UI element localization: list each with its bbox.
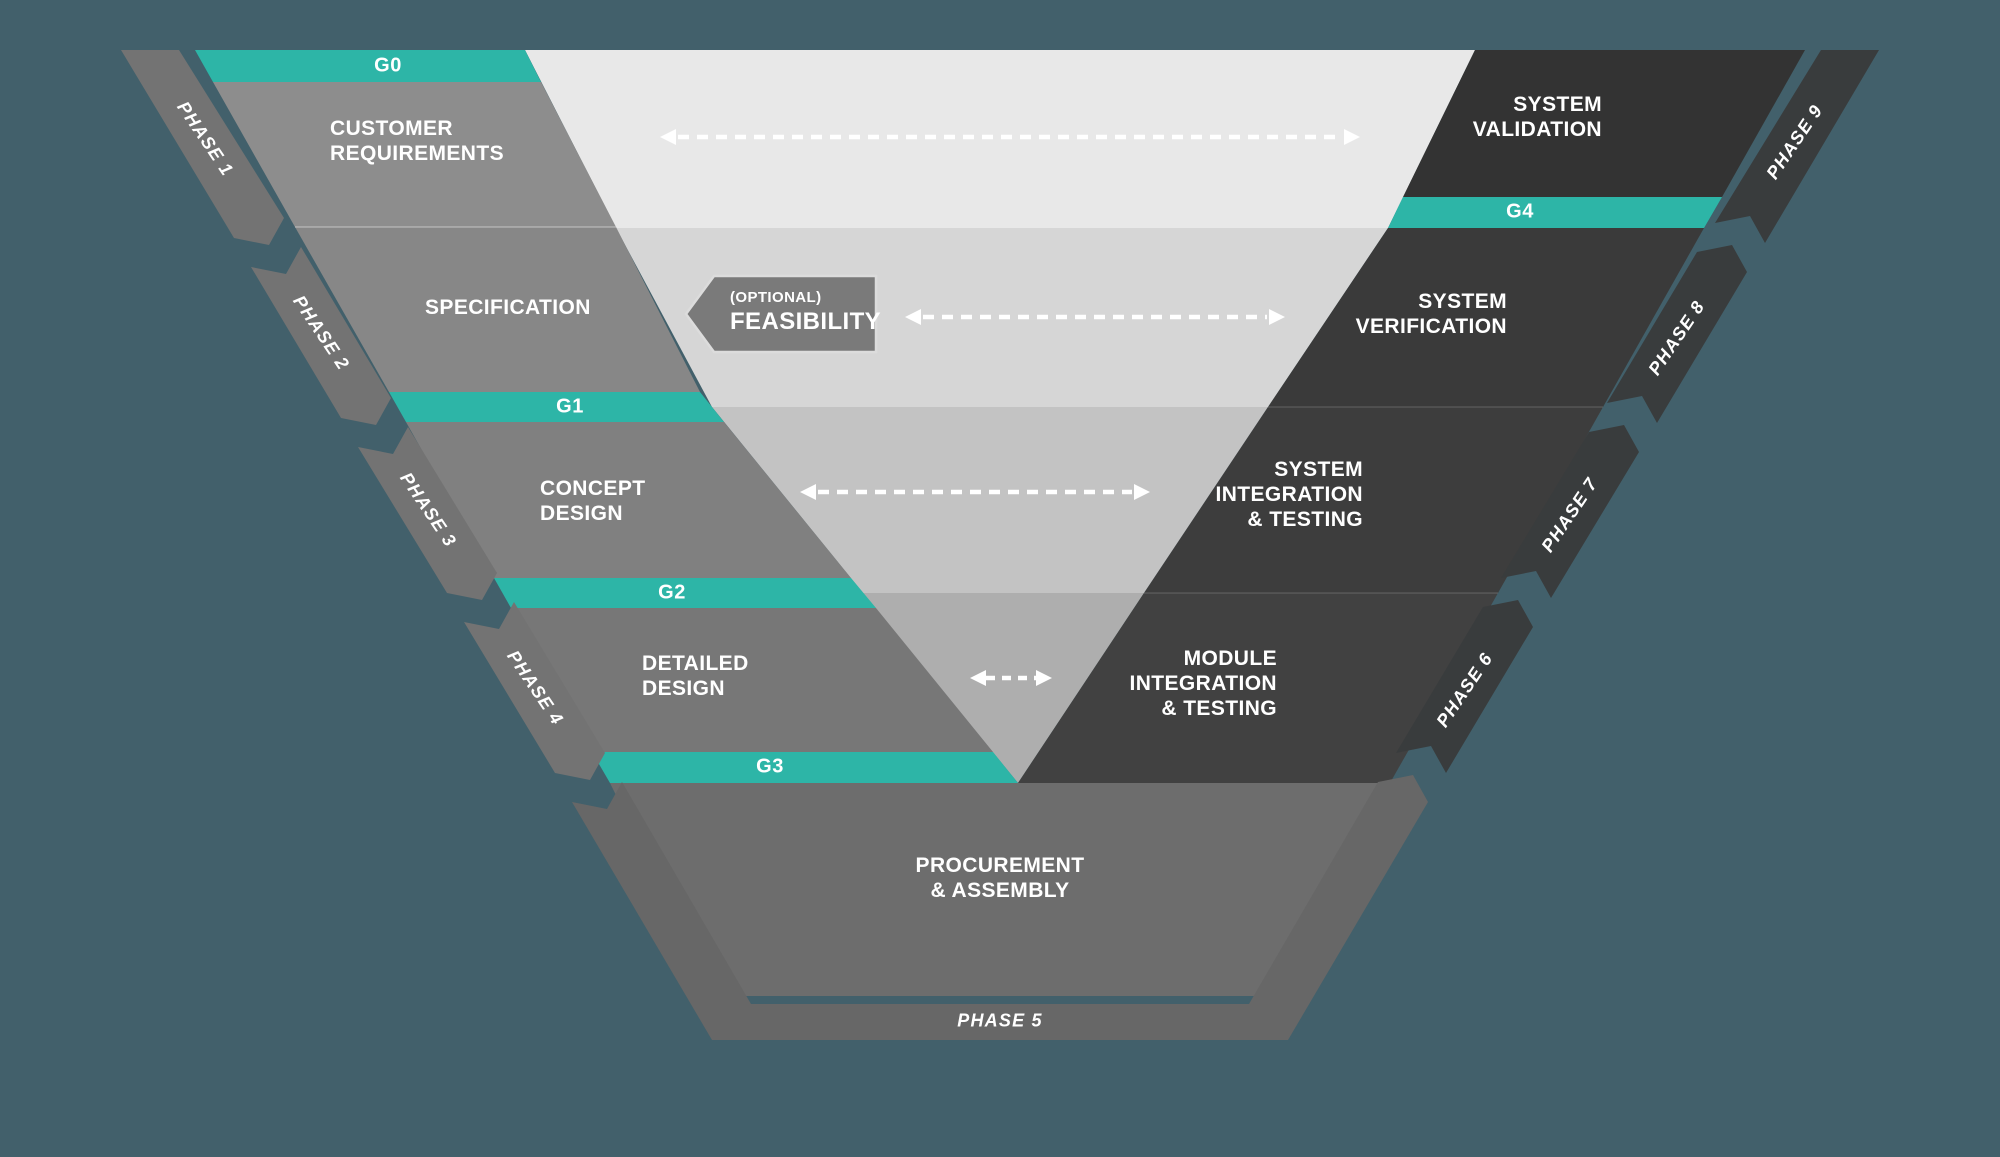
- section-customer-requirements-shape: [213, 82, 616, 227]
- gate-g2-shape: [494, 578, 876, 608]
- section-specification-shape: [295, 227, 700, 392]
- feasibility-optional-label: (OPTIONAL): [730, 289, 822, 306]
- phase8-strip-shape: [1607, 245, 1747, 423]
- feasibility-box-shape: [684, 274, 878, 354]
- trace-arrow-concept-integration: [800, 484, 1150, 500]
- section-customer-requirements-label: CUSTOMER REQUIREMENTS: [330, 117, 504, 165]
- phase6-strip-shape: [1396, 600, 1533, 773]
- phase2-strip-shape: [251, 247, 391, 425]
- trace-arrow-detailed-module: [970, 670, 1052, 686]
- section-concept-design-shape: [406, 422, 851, 578]
- gate-g3-label: G3: [756, 755, 784, 778]
- gate-g2-label: G2: [658, 581, 686, 604]
- section-specification-label: SPECIFICATION: [425, 296, 591, 319]
- section-module-integration-label: MODULE INTEGRATION & TESTING: [1129, 647, 1277, 720]
- interior-band-3: [712, 407, 1268, 593]
- gate-g4-shape: [1388, 197, 1722, 228]
- feasibility-label: FEASIBILITY: [730, 308, 882, 335]
- phase7-strip-shape: [1501, 425, 1639, 598]
- gate-g1-shape: [389, 392, 724, 422]
- interior-band-4: [863, 593, 1144, 783]
- phase4-strip-shape: [464, 602, 605, 780]
- phase-5-label: PHASE 5: [957, 1010, 1043, 1031]
- section-system-validation-shape: [1403, 50, 1805, 197]
- section-concept-design-label: CONCEPT DESIGN: [540, 477, 646, 525]
- section-system-integration-label: SYSTEM INTEGRATION & TESTING: [1215, 458, 1363, 531]
- section-detailed-design-shape: [511, 608, 993, 752]
- gate-g1-label: G1: [556, 395, 584, 418]
- section-system-integration-shape: [1144, 407, 1603, 593]
- section-system-verification-shape: [1268, 228, 1704, 407]
- section-procurement-assembly-label: PROCUREMENT & ASSEMBLY: [915, 854, 1085, 902]
- trace-arrow-requirements-validation: [660, 129, 1360, 145]
- section-module-integration-shape: [1018, 593, 1498, 783]
- phase1-strip-shape: [121, 50, 284, 245]
- trace-arrow-specification-verification: [905, 309, 1285, 325]
- gate-g3-shape: [592, 752, 1018, 783]
- phase9-strip-shape: [1715, 50, 1879, 243]
- gate-g0-shape: [195, 50, 541, 82]
- gate-g4-label: G4: [1506, 200, 1534, 223]
- section-procurement-assembly-shape: [610, 783, 1390, 996]
- section-system-validation-label: SYSTEM VALIDATION: [1472, 93, 1602, 141]
- phase3-strip-shape: [358, 427, 497, 600]
- section-system-verification-label: SYSTEM VERIFICATION: [1355, 290, 1507, 338]
- gate-g0-label: G0: [374, 54, 402, 77]
- interior-band-1: [525, 50, 1475, 228]
- section-detailed-design-label: DETAILED DESIGN: [642, 652, 749, 700]
